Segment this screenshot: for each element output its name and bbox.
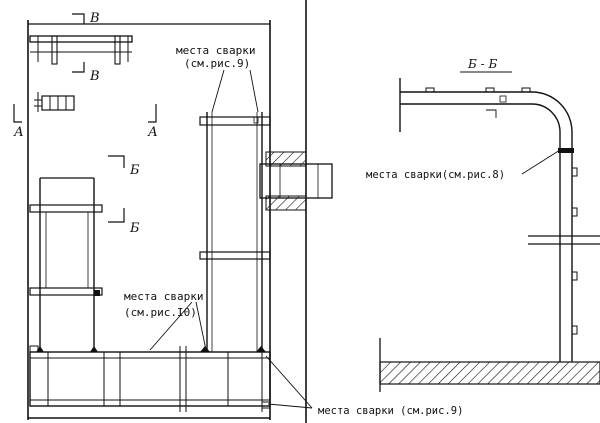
leader-lines [149, 69, 313, 409]
wall-pipe-sleeve [259, 151, 333, 211]
callout-weld-fig10-line1: места сварки [124, 290, 203, 303]
right-vertical-bracket [199, 112, 271, 352]
marker-v-bottom: В [89, 69, 100, 84]
main-frame-view [13, 0, 333, 423]
section-marker-v [72, 13, 85, 73]
left-vertical-bracket [29, 177, 103, 350]
marker-v-top: В [89, 11, 100, 26]
weld-marks [36, 290, 266, 352]
marker-a-right: А [147, 125, 158, 140]
callout-weld-fig9-line1: места сварки [176, 44, 255, 57]
small-clamp [34, 92, 75, 112]
section-marker-b [108, 155, 125, 223]
callout-weld-fig9-line2: (см.рис.9) [184, 57, 250, 70]
top-bracket [29, 35, 133, 65]
marker-a-left: А [13, 125, 24, 140]
marker-b-top: Б [129, 163, 140, 178]
bottom-base [29, 345, 271, 412]
section-view-b-b [379, 71, 600, 392]
view-title-b-b: Б - Б [467, 57, 498, 71]
marker-b-bottom: Б [129, 221, 140, 236]
callout-weld-fig10-line2: (см.рис.I0) [124, 306, 197, 319]
callout-weld-fig8: места сварки(см.рис.8) [366, 169, 505, 181]
callout-weld-fig9-bottom: места сварки (см.рис.9) [318, 405, 463, 417]
section-marker-a [13, 104, 157, 123]
